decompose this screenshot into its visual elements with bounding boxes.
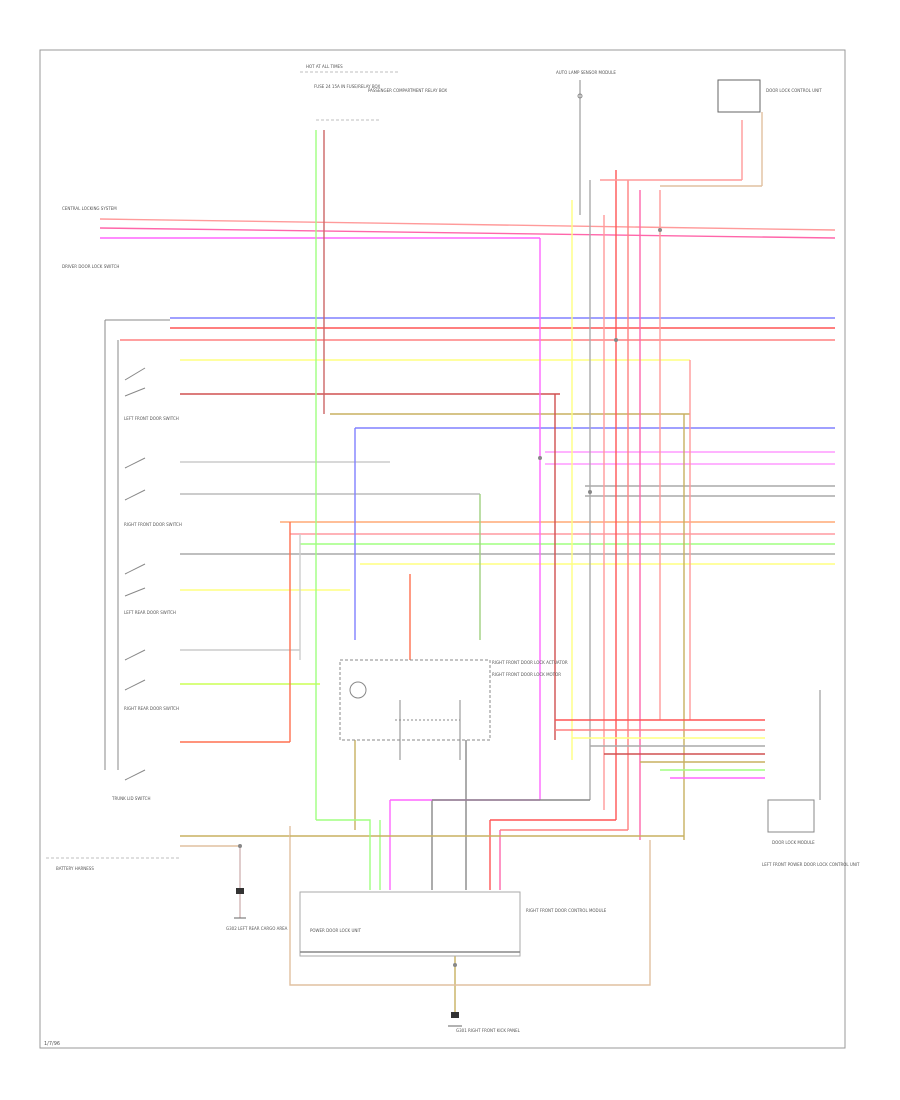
- right-unit-label: LEFT FRONT POWER DOOR LOCK CONTROL UNIT: [762, 862, 860, 867]
- diagram-frame: [39, 49, 846, 1049]
- ground-left: G302 LEFT REAR CARGO AREA: [226, 846, 288, 931]
- door-lock-control-unit-label: DOOR LOCK CONTROL UNIT: [766, 88, 822, 93]
- svg-text:G301 RIGHT FRONT KICK PANEL: G301 RIGHT FRONT KICK PANEL: [456, 1028, 521, 1033]
- bottom-routes: [289, 179, 762, 986]
- svg-text:HOT AT ALL TIMES: HOT AT ALL TIMES: [306, 64, 343, 69]
- svg-text:PASSENGER COMPARTMENT RELAY BO: PASSENGER COMPARTMENT RELAY BOX: [368, 88, 447, 93]
- switch-stack: [104, 319, 170, 781]
- door-lock-control-unit: [717, 79, 761, 113]
- svg-text:G302 LEFT REAR CARGO AREA: G302 LEFT REAR CARGO AREA: [226, 926, 288, 931]
- right-unit-inner-label: DOOR LOCK MODULE: [772, 840, 815, 845]
- center-actuator-label-2: RIGHT FRONT DOOR LOCK MOTOR: [492, 672, 561, 677]
- junction-dots: [238, 228, 662, 967]
- left-front-door-lock-unit: [767, 799, 815, 833]
- ground-bottom: G301 RIGHT FRONT KICK PANEL: [448, 1012, 521, 1033]
- central-locking-label: CENTRAL LOCKING SYSTEM: [62, 206, 117, 211]
- auto-lamp-block: AUTO LAMP SENSOR MODULE: [556, 70, 616, 215]
- rf-switch-label: RIGHT FRONT DOOR SWITCH: [124, 522, 182, 527]
- driver-door-lock-label: DRIVER DOOR LOCK SWITCH: [62, 264, 119, 269]
- right-connector-wires: [555, 719, 765, 779]
- bottom-module-label: RIGHT FRONT DOOR CONTROL MODULE: [526, 908, 607, 913]
- center-actuator-label: RIGHT FRONT DOOR LOCK ACTUATOR: [492, 660, 568, 665]
- bottom-module-inner-label: POWER DOOR LOCK UNIT: [310, 928, 362, 933]
- svg-text:FUSE 24 15A IN FUSE/RELAY BOX: FUSE 24 15A IN FUSE/RELAY BOX: [314, 84, 380, 89]
- center-actuator: [339, 659, 491, 760]
- lf-switch-label: LEFT FRONT DOOR SWITCH: [124, 416, 179, 421]
- svg-text:AUTO LAMP SENSOR MODULE: AUTO LAMP SENSOR MODULE: [556, 70, 616, 75]
- horizontal-wires: [99, 218, 836, 847]
- rr-switch-label: RIGHT REAR DOOR SWITCH: [124, 706, 179, 711]
- top-fuse-block: HOT AT ALL TIMES FUSE 24 15A IN FUSE/REL…: [300, 64, 447, 121]
- trunk-switch-label: TRUNK LID SWITCH: [111, 796, 150, 801]
- lr-switch-label: LEFT REAR DOOR SWITCH: [124, 610, 176, 615]
- vertical-wires: [289, 112, 821, 1012]
- battery-label: BATTERY HARNESS: [56, 866, 94, 871]
- right-front-door-module: [299, 891, 521, 957]
- footer-code: 1/7/96: [44, 1041, 60, 1047]
